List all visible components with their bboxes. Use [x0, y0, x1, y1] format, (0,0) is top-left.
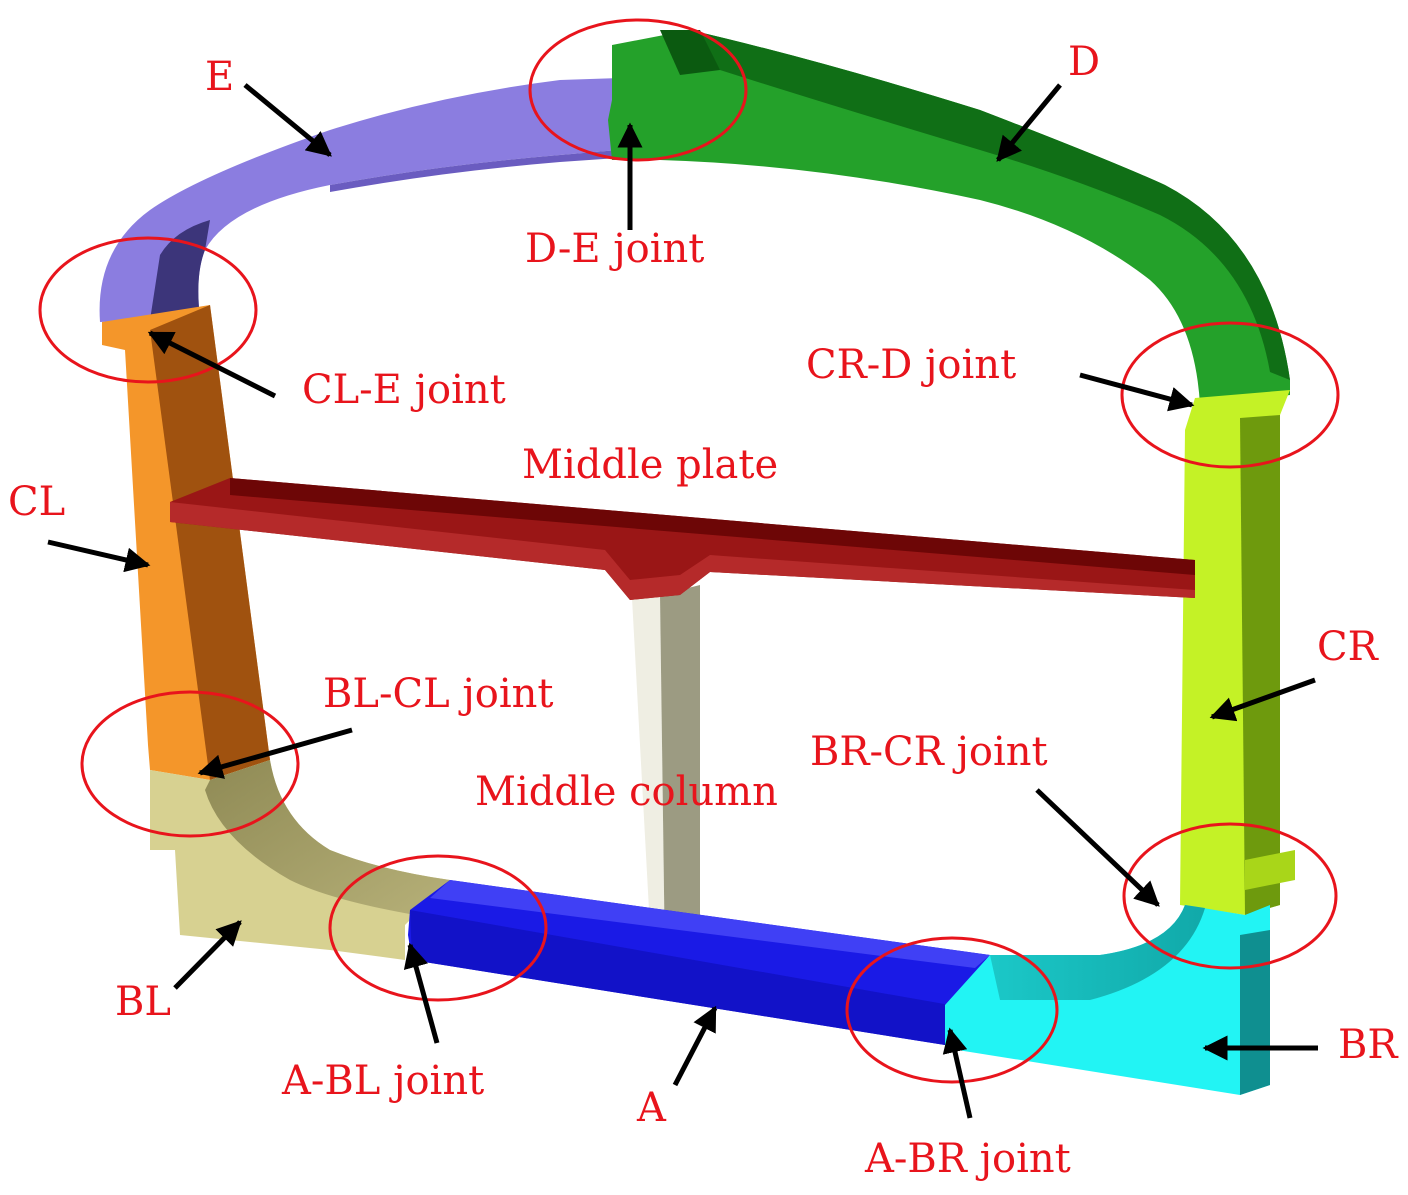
label-e: E — [205, 54, 234, 100]
label-br: BR — [1338, 1022, 1399, 1068]
label-blcl-joint: BL-CL joint — [323, 671, 553, 717]
arrow-cl — [47, 539, 151, 573]
arrow-a — [672, 1005, 718, 1087]
segment-e — [99, 78, 621, 322]
label-abr-joint: A-BR joint — [864, 1136, 1071, 1182]
label-cle-joint: CL-E joint — [302, 367, 506, 413]
label-middle-column: Middle column — [475, 769, 778, 815]
joint-circle-cle — [38, 236, 258, 384]
segment-a — [408, 880, 990, 1045]
joint-circle-blcl — [80, 690, 300, 838]
label-brcr-joint: BR-CR joint — [810, 729, 1048, 775]
joint-circle-brcr — [1122, 822, 1338, 970]
label-abl-joint: A-BL joint — [281, 1058, 484, 1104]
label-middle-plate: Middle plate — [522, 442, 778, 488]
label-crd-joint: CR-D joint — [806, 342, 1016, 388]
joint-circle-crd — [1120, 321, 1340, 469]
joint-circle-abl — [328, 854, 548, 1002]
joint-circle-de — [528, 18, 748, 162]
label-d: D — [1068, 39, 1100, 85]
label-cl: CL — [8, 479, 65, 525]
middle-plate — [170, 478, 1195, 600]
arrow-abl-joint — [403, 942, 440, 1044]
arrow-d — [996, 83, 1062, 162]
arrow-cr — [1209, 677, 1316, 722]
segment-cl — [102, 305, 270, 780]
arrow-brcr-joint — [1035, 788, 1160, 907]
label-de-joint: D-E joint — [525, 226, 704, 272]
segment-bl — [150, 760, 450, 960]
label-a: A — [636, 1085, 667, 1131]
label-bl: BL — [115, 979, 171, 1025]
segment-cr — [1180, 390, 1295, 915]
joint-circle-abr — [845, 936, 1059, 1084]
arrow-crd-joint — [1079, 372, 1195, 412]
arrow-e — [243, 83, 332, 157]
segment-br — [945, 905, 1270, 1095]
label-cr: CR — [1317, 624, 1380, 670]
arrow-abr-joint — [942, 1027, 973, 1119]
arrow-bl — [173, 920, 242, 990]
segment-d — [608, 30, 1290, 405]
arrow-blcl-joint — [197, 727, 353, 779]
arrow-cle-joint — [147, 330, 277, 399]
middle-column — [632, 585, 700, 965]
